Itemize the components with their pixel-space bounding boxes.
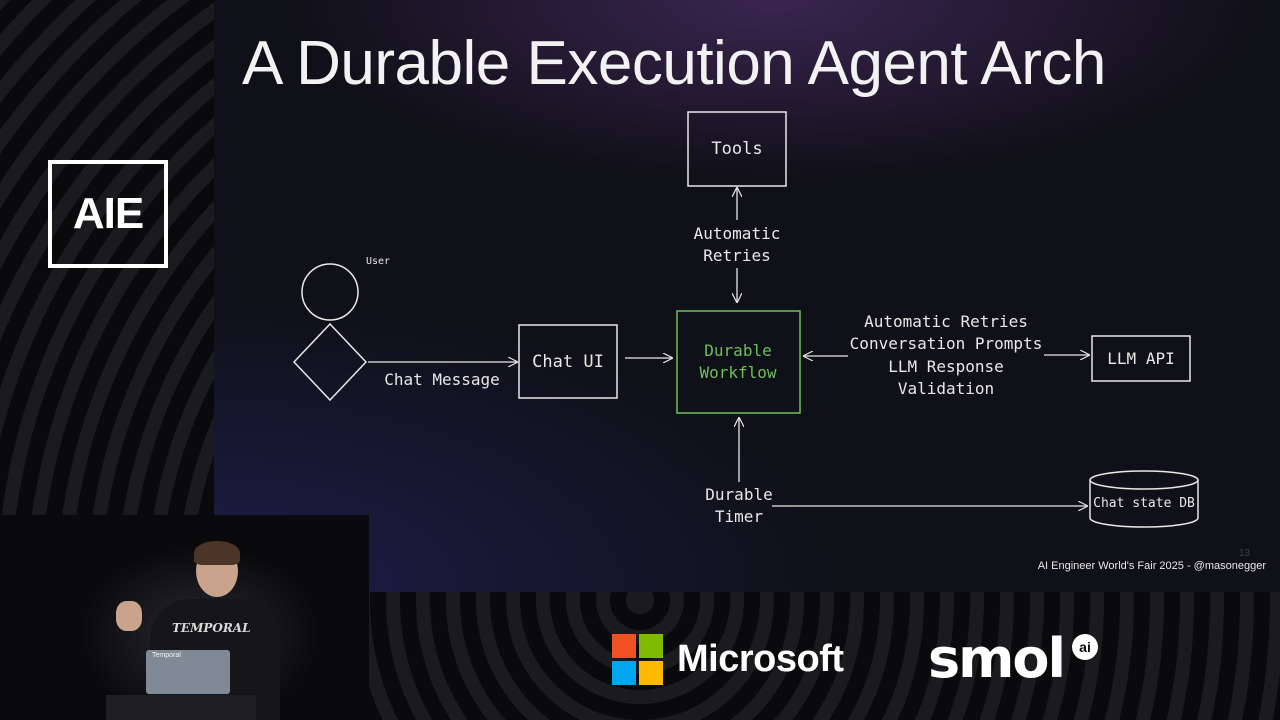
presentation-slide: A Durable Execution Agent Arch User Tool… — [214, 0, 1280, 592]
presenter-hair — [194, 541, 240, 565]
microsoft-wordmark: Microsoft — [677, 638, 844, 680]
shirt-print: TEMPORAL — [172, 621, 251, 635]
tools-node-label: Tools — [711, 139, 762, 159]
chat-state-db-label: Chat state DB — [1093, 496, 1195, 511]
user-label: User — [366, 256, 390, 267]
chat-ui-node-label: Chat UI — [532, 352, 604, 372]
chat-ui-node — [518, 324, 618, 399]
microsoft-sponsor-logo: Microsoft — [612, 634, 844, 685]
ms-tile-blue — [612, 661, 636, 685]
smol-sponsor-logo: smol — [928, 627, 1066, 690]
smol-ai-badge: ai — [1072, 634, 1098, 660]
workflow-label-line2: Workflow — [699, 363, 776, 382]
laptop — [146, 650, 230, 694]
ms-tile-yellow — [639, 661, 663, 685]
llm-api-node-label: LLM API — [1107, 349, 1174, 368]
llm-edge-label-line1: Automatic Retries — [864, 312, 1028, 331]
slide-footer: AI Engineer World's Fair 2025 - @masoneg… — [1037, 560, 1266, 572]
architecture-diagram: User Tools Chat UI Durable Workflow LLM … — [292, 111, 1199, 528]
chat-message-label: Chat Message — [384, 370, 500, 389]
podium — [106, 695, 256, 720]
timer-label-line2: Timer — [715, 507, 764, 526]
tools-node — [687, 111, 787, 187]
workflow-label-line1: Durable — [704, 341, 771, 360]
presenter-hand — [116, 601, 142, 631]
user-head-icon — [301, 263, 359, 321]
ms-tile-red — [612, 634, 636, 658]
llm-edge-label-line3: LLM Response — [888, 357, 1004, 376]
slide-title: A Durable Execution Agent Arch — [242, 29, 1106, 98]
tools-retry-label-line1: Automatic — [694, 224, 781, 243]
timer-label-line1: Durable — [705, 485, 772, 504]
presenter-camera-feed: TEMPORAL Temporal — [0, 515, 369, 720]
tools-retry-label-line2: Retries — [703, 246, 770, 265]
laptop-sticker: Temporal — [152, 652, 181, 659]
llm-edge-label-line2: Conversation Prompts — [850, 334, 1043, 353]
user-body-icon — [292, 322, 368, 402]
chat-state-db-node — [1089, 470, 1199, 528]
llm-api-node — [1091, 335, 1191, 382]
ms-tile-green — [639, 634, 663, 658]
slide-number: 13 — [1238, 548, 1250, 559]
durable-workflow-node — [676, 310, 801, 414]
aie-logo: AIE — [48, 160, 168, 268]
llm-edge-label-line4: Validation — [898, 379, 994, 398]
microsoft-grid-icon — [612, 634, 663, 685]
